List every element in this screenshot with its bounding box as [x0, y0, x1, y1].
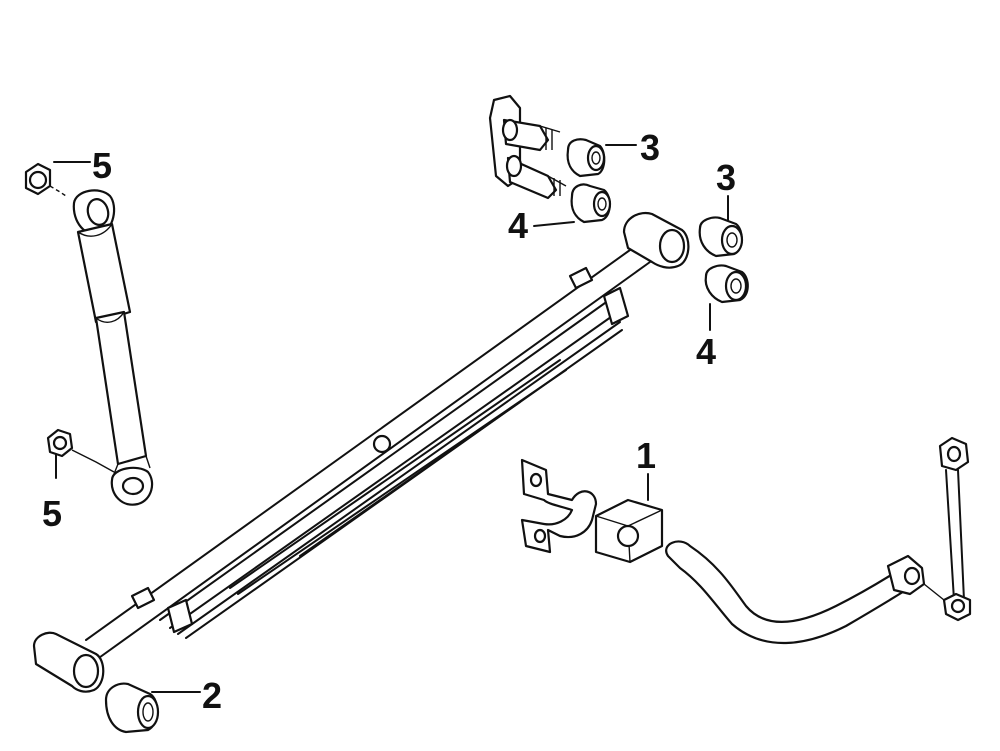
leaf-spring: [32, 211, 690, 693]
shock-lower-nut: [46, 428, 115, 473]
callout-1: 1: [636, 435, 656, 476]
stabilizer-link: [923, 436, 972, 622]
spring-shackle: [488, 94, 567, 200]
rear-eye-bushing-upper: [698, 216, 744, 258]
callout-2: 2: [202, 675, 222, 716]
callout-3-shackle: 3: [640, 127, 660, 168]
leader-lines: [53, 144, 729, 693]
callout-5-upper: 5: [92, 145, 112, 186]
shock-upper-nut: [24, 162, 67, 197]
callout-5-lower: 5: [42, 493, 62, 534]
rear-eye-bushing-lower: [704, 264, 749, 304]
shock-absorber: [72, 189, 154, 506]
front-eye-bushing: [104, 682, 160, 734]
shackle-bushing-lower: [570, 183, 612, 224]
callout-3-rear-eye: 3: [716, 157, 736, 198]
stabilizer-bar: [665, 540, 926, 645]
callout-4-rear-eye: 4: [696, 331, 716, 372]
stabilizer-bracket: [520, 458, 598, 554]
shackle-bushing-upper: [566, 138, 606, 178]
stabilizer-bushing: [594, 498, 664, 564]
callout-4-shackle: 4: [508, 205, 528, 246]
